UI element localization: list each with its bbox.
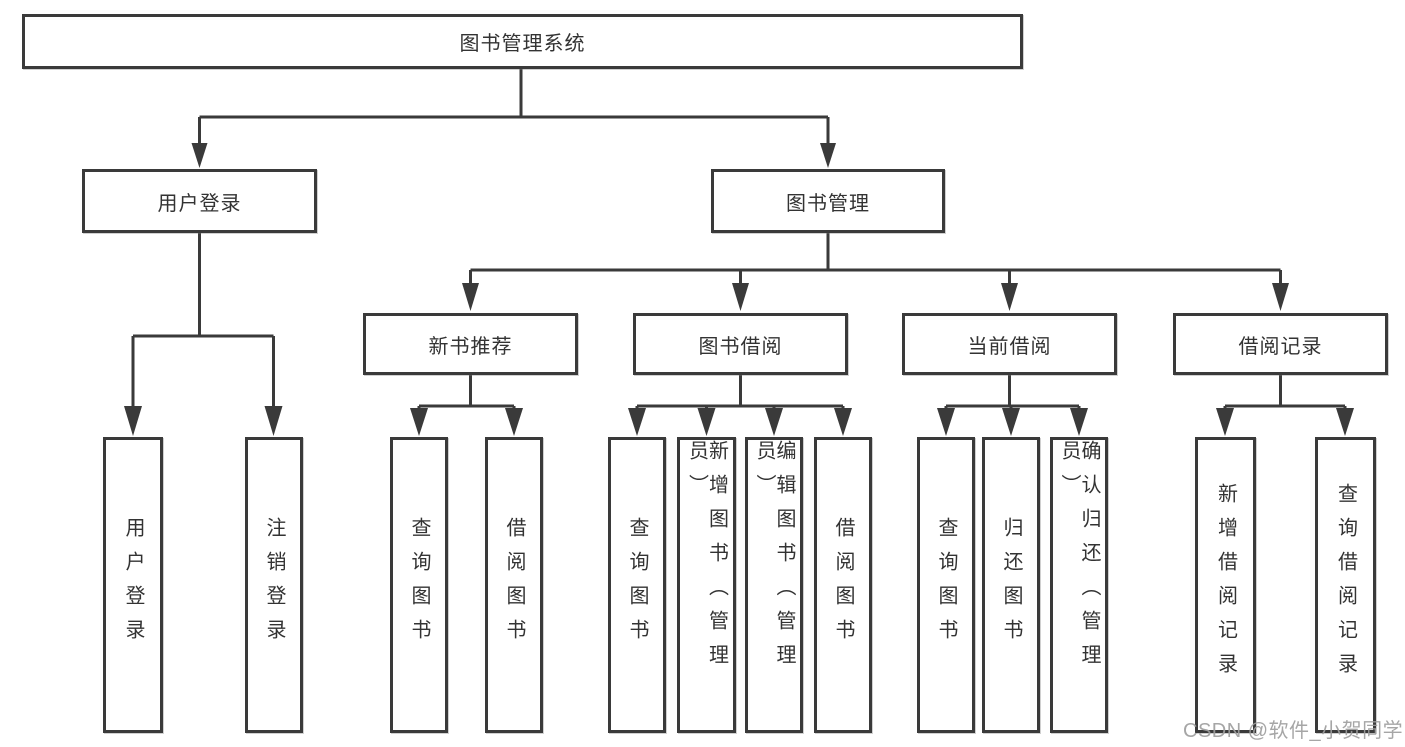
leaf-add-book-admin: 新增图书（管理员） bbox=[677, 437, 736, 733]
leaf-user-login: 用户登录 bbox=[103, 437, 163, 733]
connector-book-management-children bbox=[462, 233, 1289, 311]
node-book-management: 图书管理 bbox=[711, 169, 945, 233]
csdn-watermark: CSDN @软件_小贺同学 bbox=[1183, 720, 1404, 742]
node-library-management-system: 图书管理系统 bbox=[22, 14, 1023, 69]
connector-new-book-recommend-children bbox=[410, 375, 523, 436]
node-borrow-records: 借阅记录 bbox=[1173, 313, 1388, 375]
node-user-login: 用户登录 bbox=[82, 169, 317, 233]
leaf-logout-login: 注销登录 bbox=[245, 437, 303, 733]
leaf-query-borrow-record: 查询借阅记录 bbox=[1315, 437, 1376, 733]
connector-root-to-level2 bbox=[191, 69, 836, 168]
leaf-query-books-borrow: 查询图书 bbox=[608, 437, 666, 733]
leaf-borrow-books: 借阅图书 bbox=[814, 437, 872, 733]
leaf-edit-book-admin: 编辑图书（管理员） bbox=[745, 437, 803, 733]
node-new-book-recommend: 新书推荐 bbox=[363, 313, 578, 375]
leaf-return-book: 归还图书 bbox=[982, 437, 1040, 733]
node-book-borrow: 图书借阅 bbox=[633, 313, 848, 375]
leaf-query-books-recommend: 查询图书 bbox=[390, 437, 448, 733]
connector-current-borrow-children bbox=[937, 375, 1088, 436]
leaf-confirm-return-admin: 确认归还（管理员） bbox=[1050, 437, 1108, 733]
leaf-add-borrow-record: 新增借阅记录 bbox=[1195, 437, 1256, 733]
connector-borrow-records-children bbox=[1216, 375, 1354, 436]
connector-book-borrow-children bbox=[628, 375, 852, 436]
connector-user-login-children bbox=[124, 233, 283, 436]
leaf-borrow-books-recommend: 借阅图书 bbox=[485, 437, 543, 733]
node-current-borrow: 当前借阅 bbox=[902, 313, 1117, 375]
leaf-query-books-current: 查询图书 bbox=[917, 437, 975, 733]
